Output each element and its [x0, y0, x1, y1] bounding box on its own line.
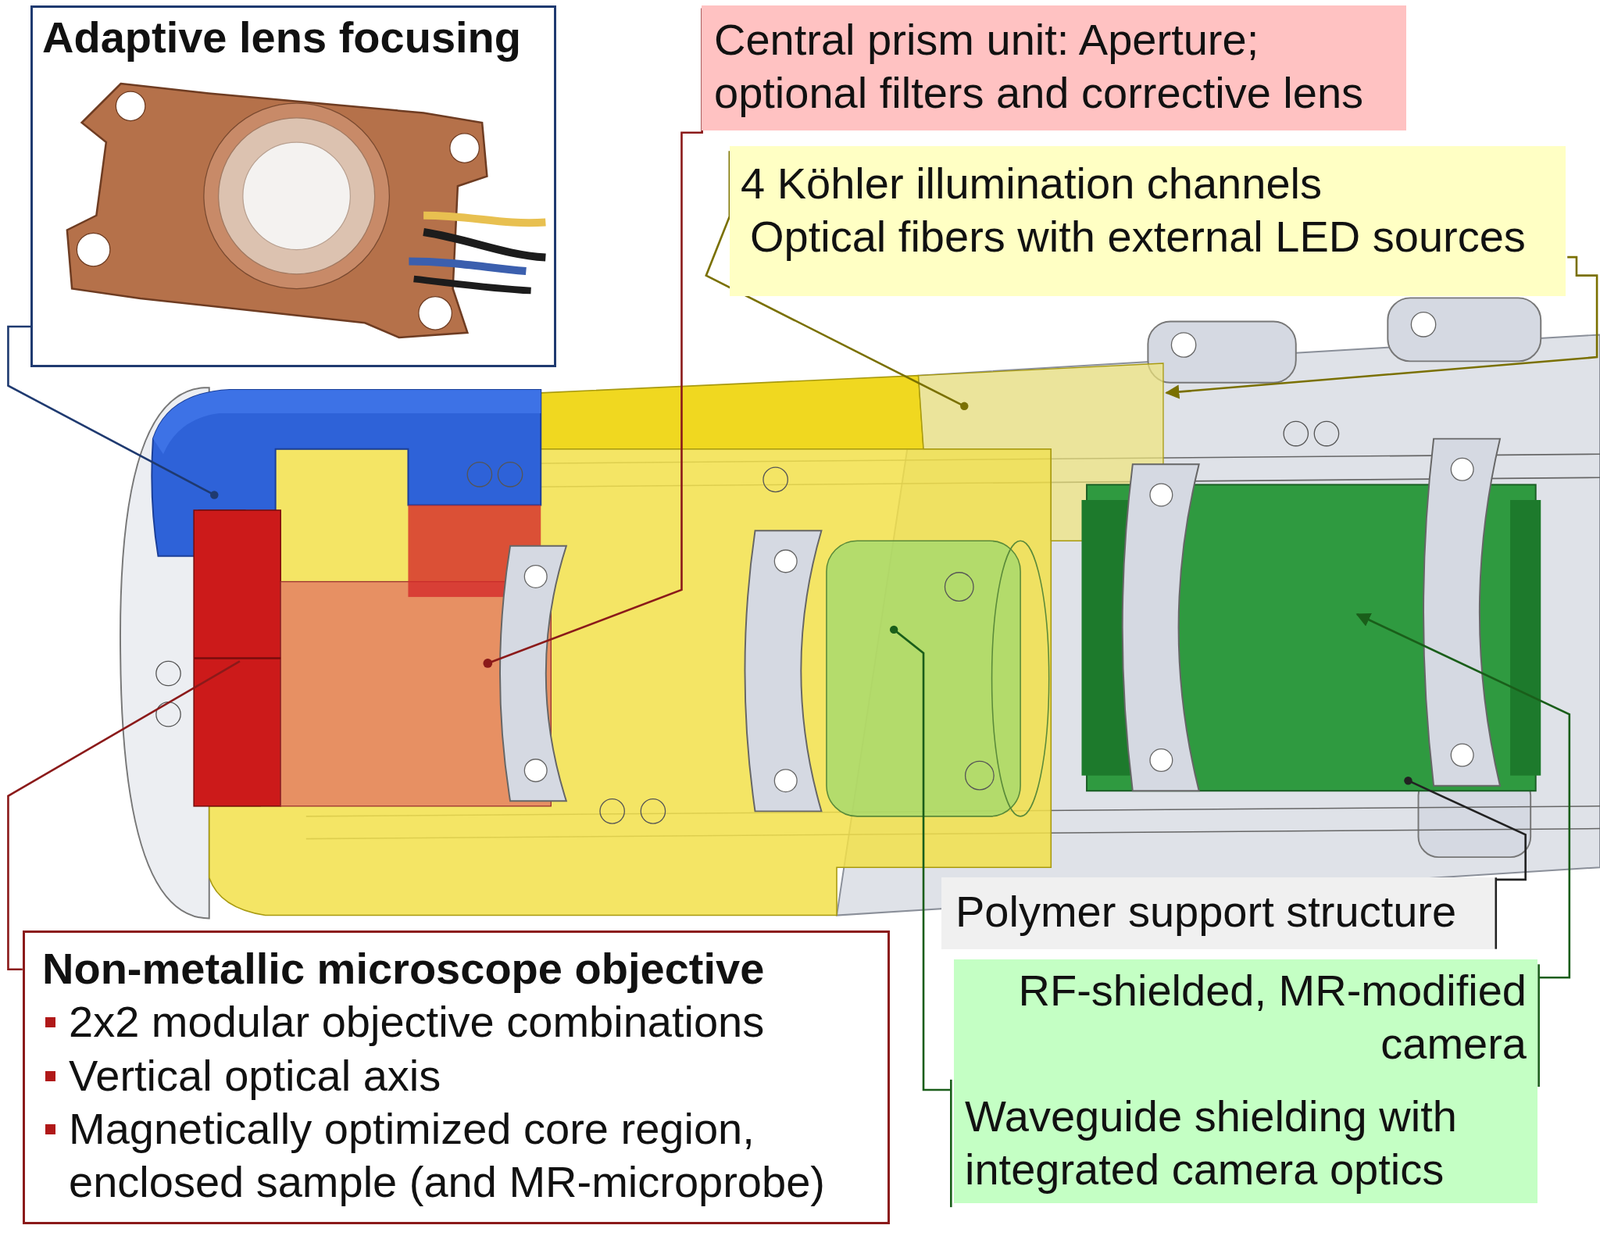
leader-dot — [960, 402, 968, 411]
hole — [1171, 332, 1196, 358]
hole — [1283, 421, 1308, 446]
bullet-item: Magnetically optimized core region, encl… — [42, 1102, 872, 1210]
leader-dot — [889, 625, 898, 634]
callout-box: RF-shielded, MR-modified cameraWaveguide… — [953, 959, 1538, 1204]
wire — [423, 232, 546, 258]
clamp-ring — [1387, 297, 1541, 361]
wire — [408, 261, 526, 272]
leader-line — [1407, 780, 1525, 880]
clamp-ring — [1122, 464, 1200, 791]
callout-box: Non-metallic microscope objective2x2 mod… — [22, 930, 890, 1225]
hole — [774, 769, 797, 793]
objective-block — [193, 510, 281, 807]
hole — [965, 760, 995, 790]
hole — [1150, 483, 1173, 507]
camera-end — [1510, 500, 1541, 776]
callout-box: 4 Köhler illumination channelsOptical fi… — [729, 146, 1566, 297]
wire — [414, 278, 532, 291]
callout-text: RF-shielded, MR-modified camera — [964, 964, 1527, 1072]
callout-text: Waveguide shielding with integrated came… — [964, 1089, 1527, 1197]
objective-split — [193, 657, 281, 660]
callout-text: 4 Köhler illumination channels — [740, 157, 1555, 211]
mount-hole — [76, 233, 111, 268]
callout-text: Central prism unit: Aperture; optional f… — [714, 13, 1394, 121]
hole — [1410, 312, 1436, 337]
hole — [1450, 743, 1474, 767]
bullet-item: 2x2 modular objective combinations — [42, 995, 872, 1049]
hole — [524, 759, 547, 783]
lens-ring — [203, 103, 390, 290]
hole — [156, 702, 181, 727]
clamp-ring — [1423, 439, 1500, 786]
callout-title: Non-metallic microscope objective — [42, 942, 872, 996]
lens-plate — [67, 83, 488, 338]
hole — [156, 660, 181, 686]
callout-box: Polymer support structure — [941, 877, 1495, 950]
leader-line — [1537, 964, 1540, 1087]
callout-text: Polymer support structure — [955, 885, 1481, 939]
bullet-item: Vertical optical axis — [42, 1049, 872, 1103]
callout-text: Optical fibers with external LED sources — [750, 210, 1555, 264]
mount-hole — [115, 91, 146, 122]
hole — [774, 550, 797, 573]
clamp-ring — [1147, 321, 1296, 383]
hole — [640, 799, 665, 824]
lens-aperture — [242, 142, 351, 250]
callout-title: Adaptive lens focusing — [42, 10, 545, 65]
callout-box: Central prism unit: Aperture; optional f… — [701, 5, 1407, 131]
hole — [497, 462, 522, 487]
lens-washer — [218, 117, 375, 275]
hole — [1450, 457, 1474, 481]
yellow-body — [209, 449, 1052, 916]
leader-line — [893, 629, 951, 1090]
leader-dot — [1403, 776, 1412, 785]
leader-dot — [210, 490, 218, 499]
yellow-body-top — [540, 375, 924, 450]
lens-photo — [42, 64, 547, 358]
leader-line — [950, 1079, 953, 1208]
hole — [524, 565, 547, 589]
leader-line — [7, 660, 240, 969]
mount-hole — [450, 133, 480, 164]
wire — [423, 215, 546, 223]
hole — [1314, 421, 1339, 446]
hole — [763, 467, 788, 492]
clamp-ring — [500, 546, 567, 802]
leader-dot — [482, 658, 493, 668]
hole — [1150, 749, 1173, 772]
photo-callout: Adaptive lens focusing — [30, 5, 557, 368]
blue-cap-top — [153, 389, 541, 454]
hole — [467, 462, 492, 487]
hole — [944, 572, 974, 602]
mount-hole — [418, 296, 453, 331]
hole — [600, 799, 625, 824]
clamp-ring — [744, 530, 822, 811]
waveguide-end — [992, 540, 1050, 817]
leader-line — [1494, 877, 1497, 949]
